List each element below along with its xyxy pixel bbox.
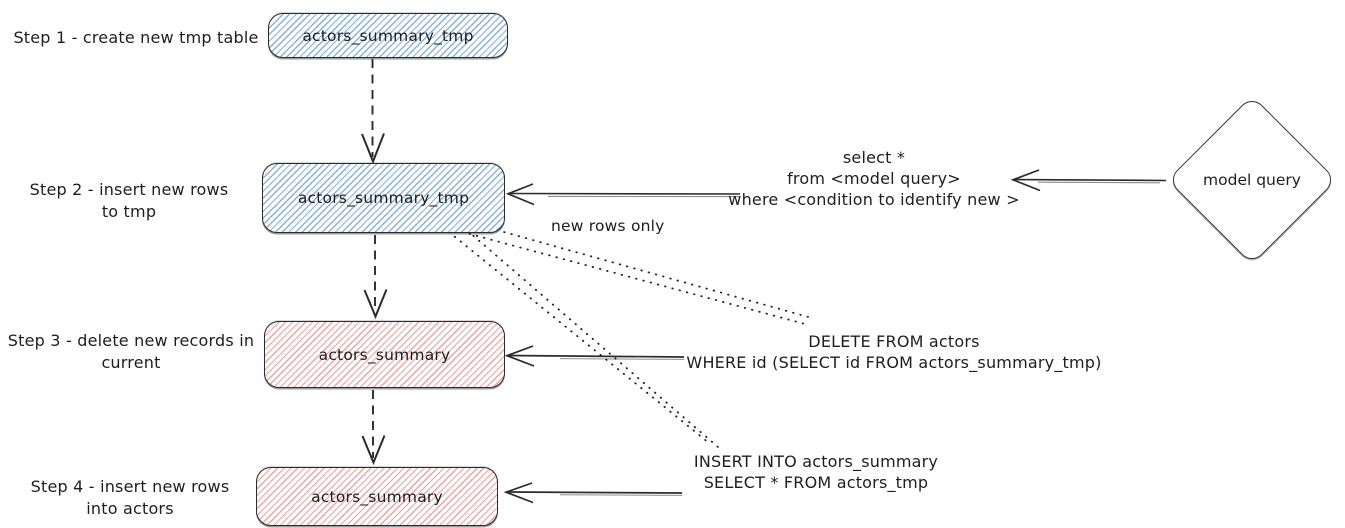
model-query-sql-text: select * from <model query> where <condi… xyxy=(728,148,1020,209)
dashed-arrow-step2-to-step3 xyxy=(363,235,388,320)
arrow-query-to-tmp-box xyxy=(505,183,741,206)
node-label: actors_summary xyxy=(318,345,451,364)
arrow-delete-sql-to-actors-box xyxy=(504,345,685,367)
step4-caption: Step 4 - insert new rows into actors xyxy=(30,477,230,518)
arrow-insert-sql-to-actors-box xyxy=(503,482,683,504)
dashed-arrow-step3-to-step4 xyxy=(361,390,386,466)
new-rows-only-label: new rows only xyxy=(551,217,665,235)
model-query-label: model query xyxy=(1203,171,1301,189)
node-label: actors_summary xyxy=(311,487,443,506)
step3-caption: Step 3 - delete new records in current xyxy=(7,331,255,372)
dashed-arrow-step1-to-step2 xyxy=(361,59,385,165)
arrow-diamond-to-query-text xyxy=(1010,169,1167,192)
node-actors-summary-tmp-step1: actors_summary_tmp xyxy=(268,13,508,58)
step1-caption: Step 1 - create new tmp table xyxy=(13,28,259,47)
node-actors-summary-tmp-step2: actors_summary_tmp xyxy=(262,163,505,233)
node-label: actors_summary_tmp xyxy=(302,26,474,45)
node-label: actors_summary_tmp xyxy=(297,189,470,207)
node-actors-summary-step3: actors_summary xyxy=(264,321,505,388)
delete-sql-text: DELETE FROM actors WHERE id (SELECT id F… xyxy=(686,332,1102,372)
dotted-link-tmp-to-delete-sql xyxy=(454,221,813,325)
insert-sql-text: INSERT INTO actors_summary SELECT * FROM… xyxy=(693,452,939,492)
node-actors-summary-step4: actors_summary xyxy=(256,467,498,526)
step2-caption: Step 2 - insert new rows to tmp xyxy=(29,180,229,221)
model-query-diamond: model query xyxy=(1167,95,1337,265)
